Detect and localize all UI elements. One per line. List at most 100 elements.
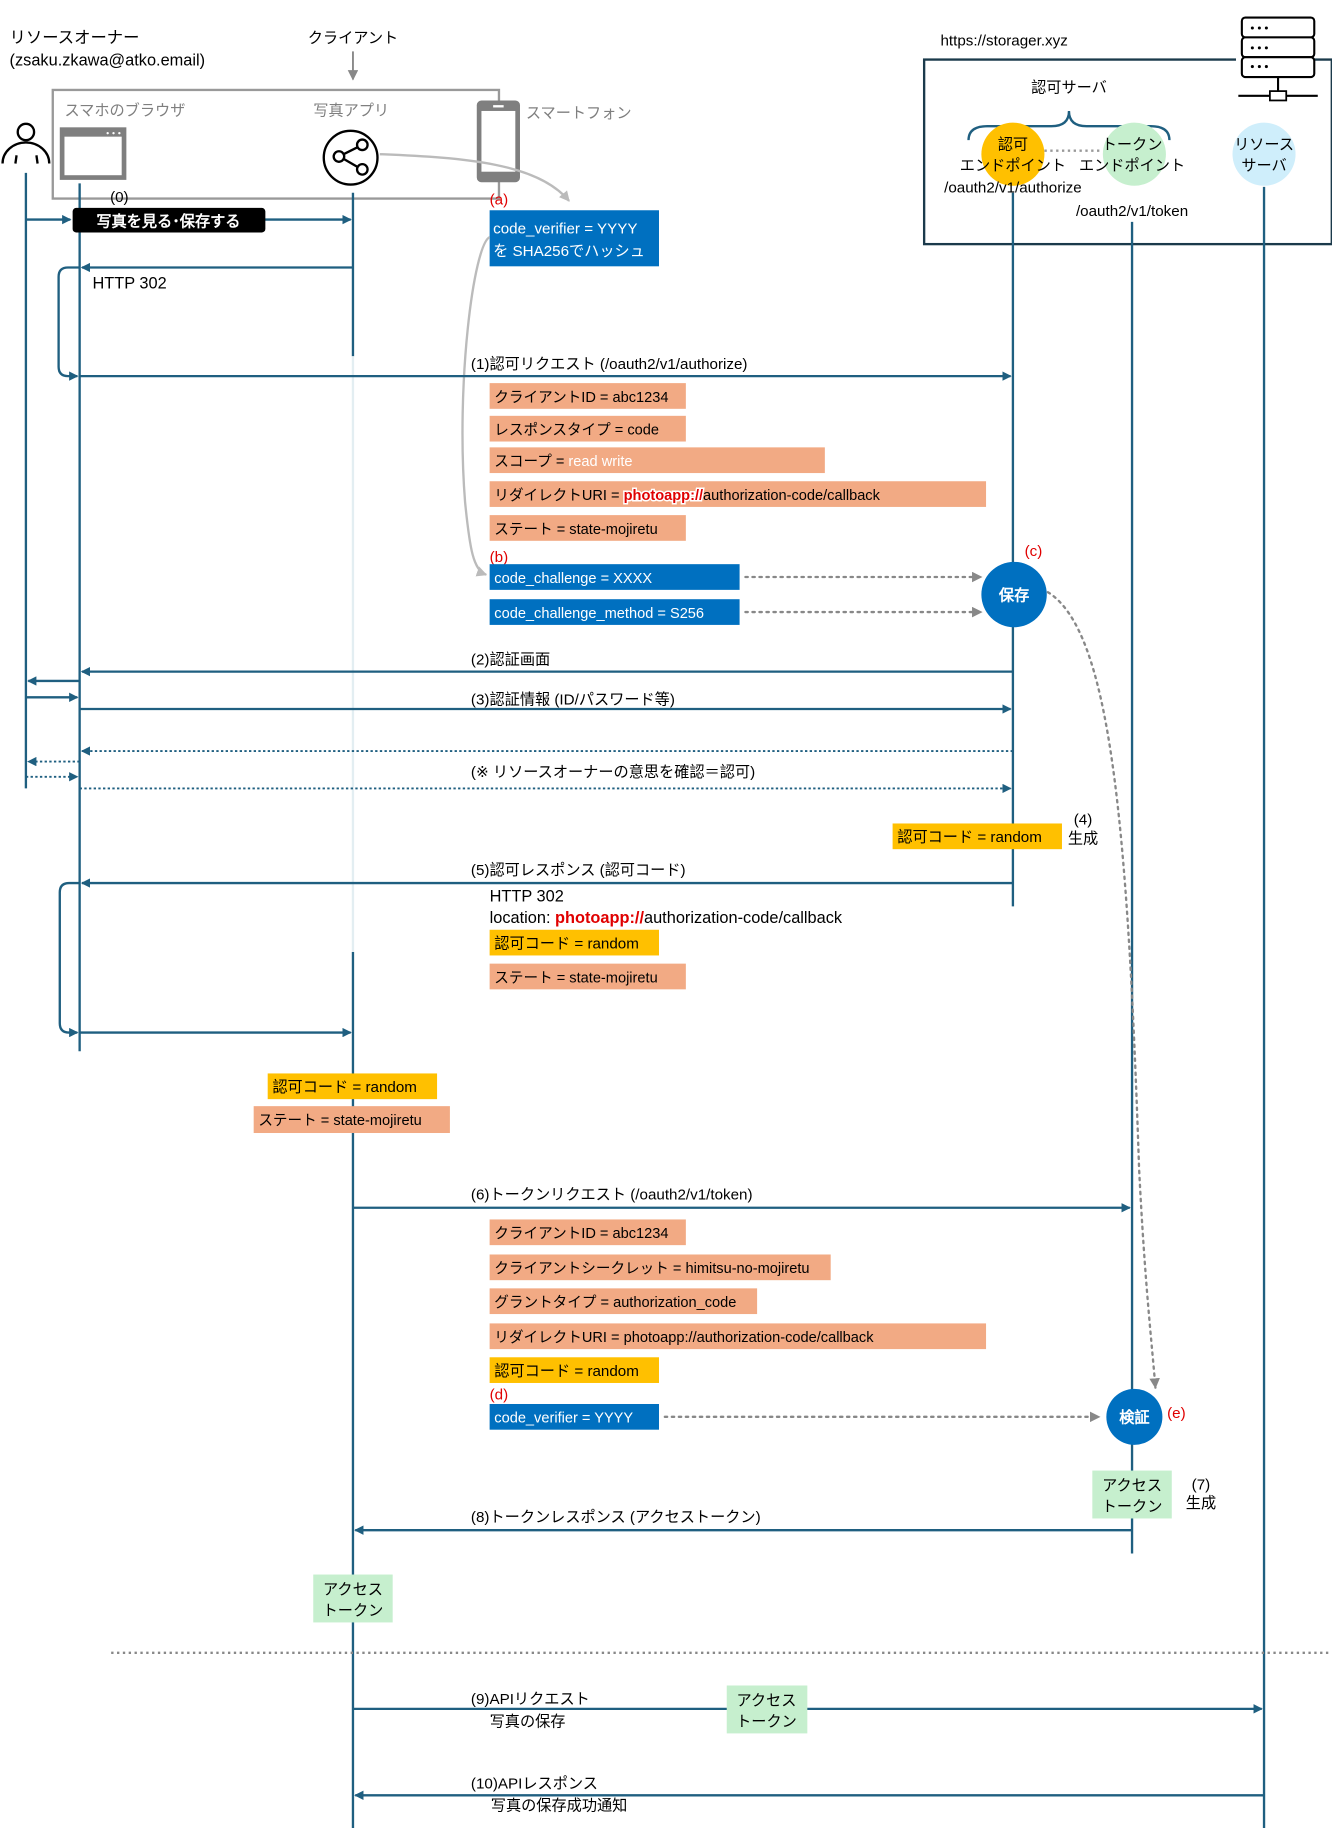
hash-to-challenge-arrow [461,236,491,577]
generated-access-token [1092,1470,1172,1519]
param-response-type [489,415,686,442]
client-access-token-line2: トークン [323,1602,384,1619]
token-param-redirect-uri [489,1323,987,1350]
resource-server-node [1232,122,1296,186]
token-endpoint-node [1102,122,1166,186]
http302-label: HTTP 302 [92,275,166,293]
param-client-id [489,383,686,409]
smartphone-browser-label: スマホのブラウザ [64,102,185,120]
param-state-text: ステート = state-mojiretu [494,522,657,538]
smartphone-label: スマートフォン [526,105,632,122]
annotation-e: (e) [1167,1405,1186,1422]
step5-location-prefix: location: [490,909,555,927]
auth-server-brace [967,110,1171,141]
step0-number: (0) [110,189,129,206]
step9-line1: (9)APIリクエスト [471,1691,590,1708]
param-redirect-scheme: photoapp:// [624,488,703,504]
response-state [489,963,686,990]
client-auth-code-text: 認可コード = random [272,1079,417,1096]
generated-auth-code-text: 認可コード = random [897,829,1042,846]
step2-label: (2)認証画面 [471,652,550,669]
param-code-challenge [489,564,740,590]
step5-location-rest: authorization-code/callback [644,909,843,927]
resource-owner-title: リソースオーナー [10,29,140,47]
step5-location: location: photoapp://authorization-code/… [490,909,843,927]
app-to-hash-arrow [379,153,570,202]
redirect-loop-2 [58,881,80,1038]
param-scope-value: read write [568,454,632,470]
param-code-challenge-text: code_challenge = XXXX [494,571,652,587]
client-title: クライアント [308,30,398,47]
person-icon [1,122,51,164]
step9-line2: 写真の保存 [490,1712,566,1730]
resource-owner-email: (zsaku.zkawa@atko.email) [10,51,206,69]
request-access-token [726,1685,808,1734]
token-param-code-verifier-text: code_verifier = YYYY [494,1411,633,1427]
browser-window-icon [59,127,127,180]
photo-app-label: 写真アプリ [313,102,389,120]
consent-label: (※ リソースオーナーの意思を確認＝認可) [471,763,755,781]
generated-auth-code [892,823,1062,850]
param-redirect-uri-text: リダイレクトURI = photoapp://authorization-cod… [494,487,880,504]
token-param-auth-code [489,1357,659,1383]
client-access-token [313,1574,393,1623]
redirect-loop-1 [57,266,80,381]
response-state-text: ステート = state-mojiretu [494,970,657,986]
request-access-token-line2: トークン [736,1713,797,1730]
verify-node [1106,1388,1163,1445]
step0-action-label: 写真を見る･保存する [96,213,240,231]
param-redirect-uri [489,481,987,507]
token-param-code-verifier [489,1403,659,1430]
authorize-endpoint-node [981,122,1045,186]
step7-number: (7) [1192,1476,1211,1493]
param-response-type-text: レスポンスタイプ = code [494,422,659,439]
resource-server-line1: リソース [1234,137,1294,154]
token-endpoint-line1: トークン [1102,137,1163,154]
resource-server-line2: サーバ [1241,158,1286,175]
step7-word: 生成 [1186,1495,1216,1512]
annotation-c: (c) [1025,543,1043,560]
step4-number: (4) [1074,812,1093,829]
save-to-verify-link [1046,591,1160,1389]
save-node-label: 保存 [998,586,1029,604]
step8-label: (8)トークンレスポンス (アクセストークン) [471,1509,761,1526]
step6-label: (6)トークンリクエスト (/oauth2/v1/token) [471,1187,753,1204]
client-state [253,1106,450,1134]
smartphone-icon [476,100,520,183]
param-client-id-text: クライアントID = abc1234 [494,389,668,406]
param-scope [489,447,825,474]
step10-line1: (10)APIレスポンス [471,1775,598,1792]
annotation-d: (d) [490,1386,509,1403]
response-auth-code-text: 認可コード = random [494,935,639,952]
step10-line2: 写真の保存成功通知 [491,1796,628,1814]
param-code-challenge-method-text: code_challenge_method = S256 [494,606,704,622]
step3-label: (3)認証情報 (ID/パスワード等) [471,690,675,708]
step4-word: 生成 [1068,830,1098,847]
server-rack-icon [1236,16,1318,104]
token-param-grant-type [489,1288,758,1315]
token-param-client-secret-text: クライアントシークレット = himitsu-no-mojiretu [494,1260,809,1277]
verify-node-label: 検証 [1119,1409,1149,1427]
token-param-client-secret [489,1254,831,1281]
client-access-token-line1: アクセス [323,1581,383,1598]
annotation-a: (a) [490,191,509,208]
token-endpoint-path: /oauth2/v1/token [1076,203,1188,220]
param-code-challenge-method [489,599,740,625]
auth-server-label: 認可サーバ [1031,79,1107,96]
hash-verifier-line2: を SHA256でハッシュ [493,243,645,260]
param-redirect-rest: authorization-code/callback [703,488,881,504]
request-access-token-line1: アクセス [736,1692,796,1709]
authorize-endpoint-line2: エンドポイント [960,158,1066,175]
step1-label: (1)認可リクエスト (/oauth2/v1/authorize) [471,356,748,373]
token-param-client-id [489,1219,686,1246]
step5-label: (5)認可レスポンス (認可コード) [471,862,686,879]
hash-verifier-box [489,210,659,267]
save-node [981,561,1047,628]
authorize-endpoint-line1: 認可 [998,137,1028,154]
token-param-redirect-uri-text: リダイレクトURI = photoapp://authorization-cod… [494,1329,874,1346]
token-param-grant-type-text: グラントタイプ = authorization_code [494,1294,736,1311]
token-endpoint-line2: エンドポイント [1079,158,1185,175]
token-param-auth-code-text: 認可コード = random [494,1363,639,1380]
response-auth-code [489,929,659,956]
